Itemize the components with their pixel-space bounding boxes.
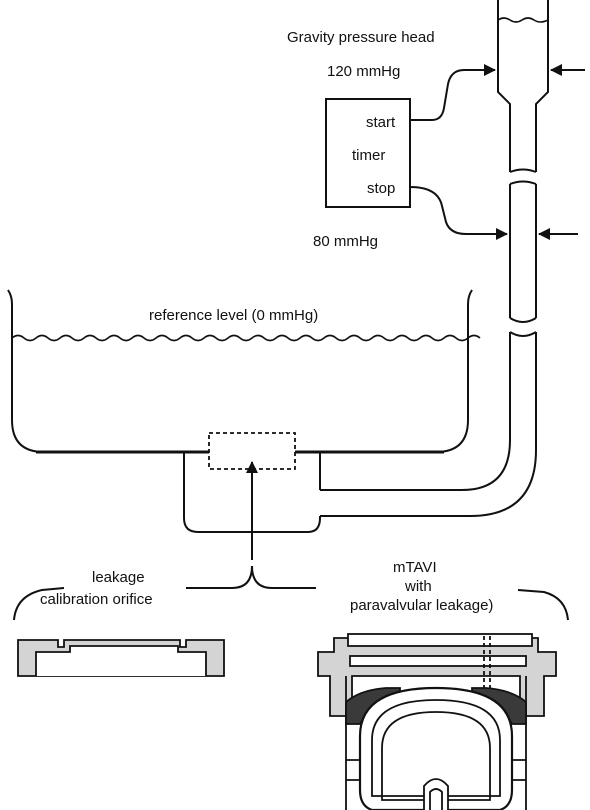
timer-start-label: start [366,114,396,131]
reservoir-tank [7,289,481,533]
calibration-orifice-part [17,639,225,677]
orifice-label-line2: calibration orifice [40,591,153,608]
timer-label: timer [352,147,385,164]
valve-label-line3: paravalvular leakage) [350,597,493,614]
timer-stop-label: stop [367,180,395,197]
pressure-arrows [409,64,585,240]
valve-label-line2: with [404,578,432,595]
low-pressure-label: 80 mmHg [313,233,378,250]
valve-label-line1: mTAVI [393,559,437,576]
reference-level-label: reference level (0 mmHg) [149,307,318,324]
pressure-column [320,0,549,517]
insertion-arrow [186,461,316,589]
valve-bracket [517,589,569,621]
orifice-bracket [13,587,65,621]
mtavi-holder [317,633,557,810]
orifice-label-line1: leakage [92,569,145,586]
high-pressure-label: 120 mmHg [327,63,400,80]
timer-box [325,98,411,208]
pressure-head-label: Gravity pressure head [287,29,435,46]
